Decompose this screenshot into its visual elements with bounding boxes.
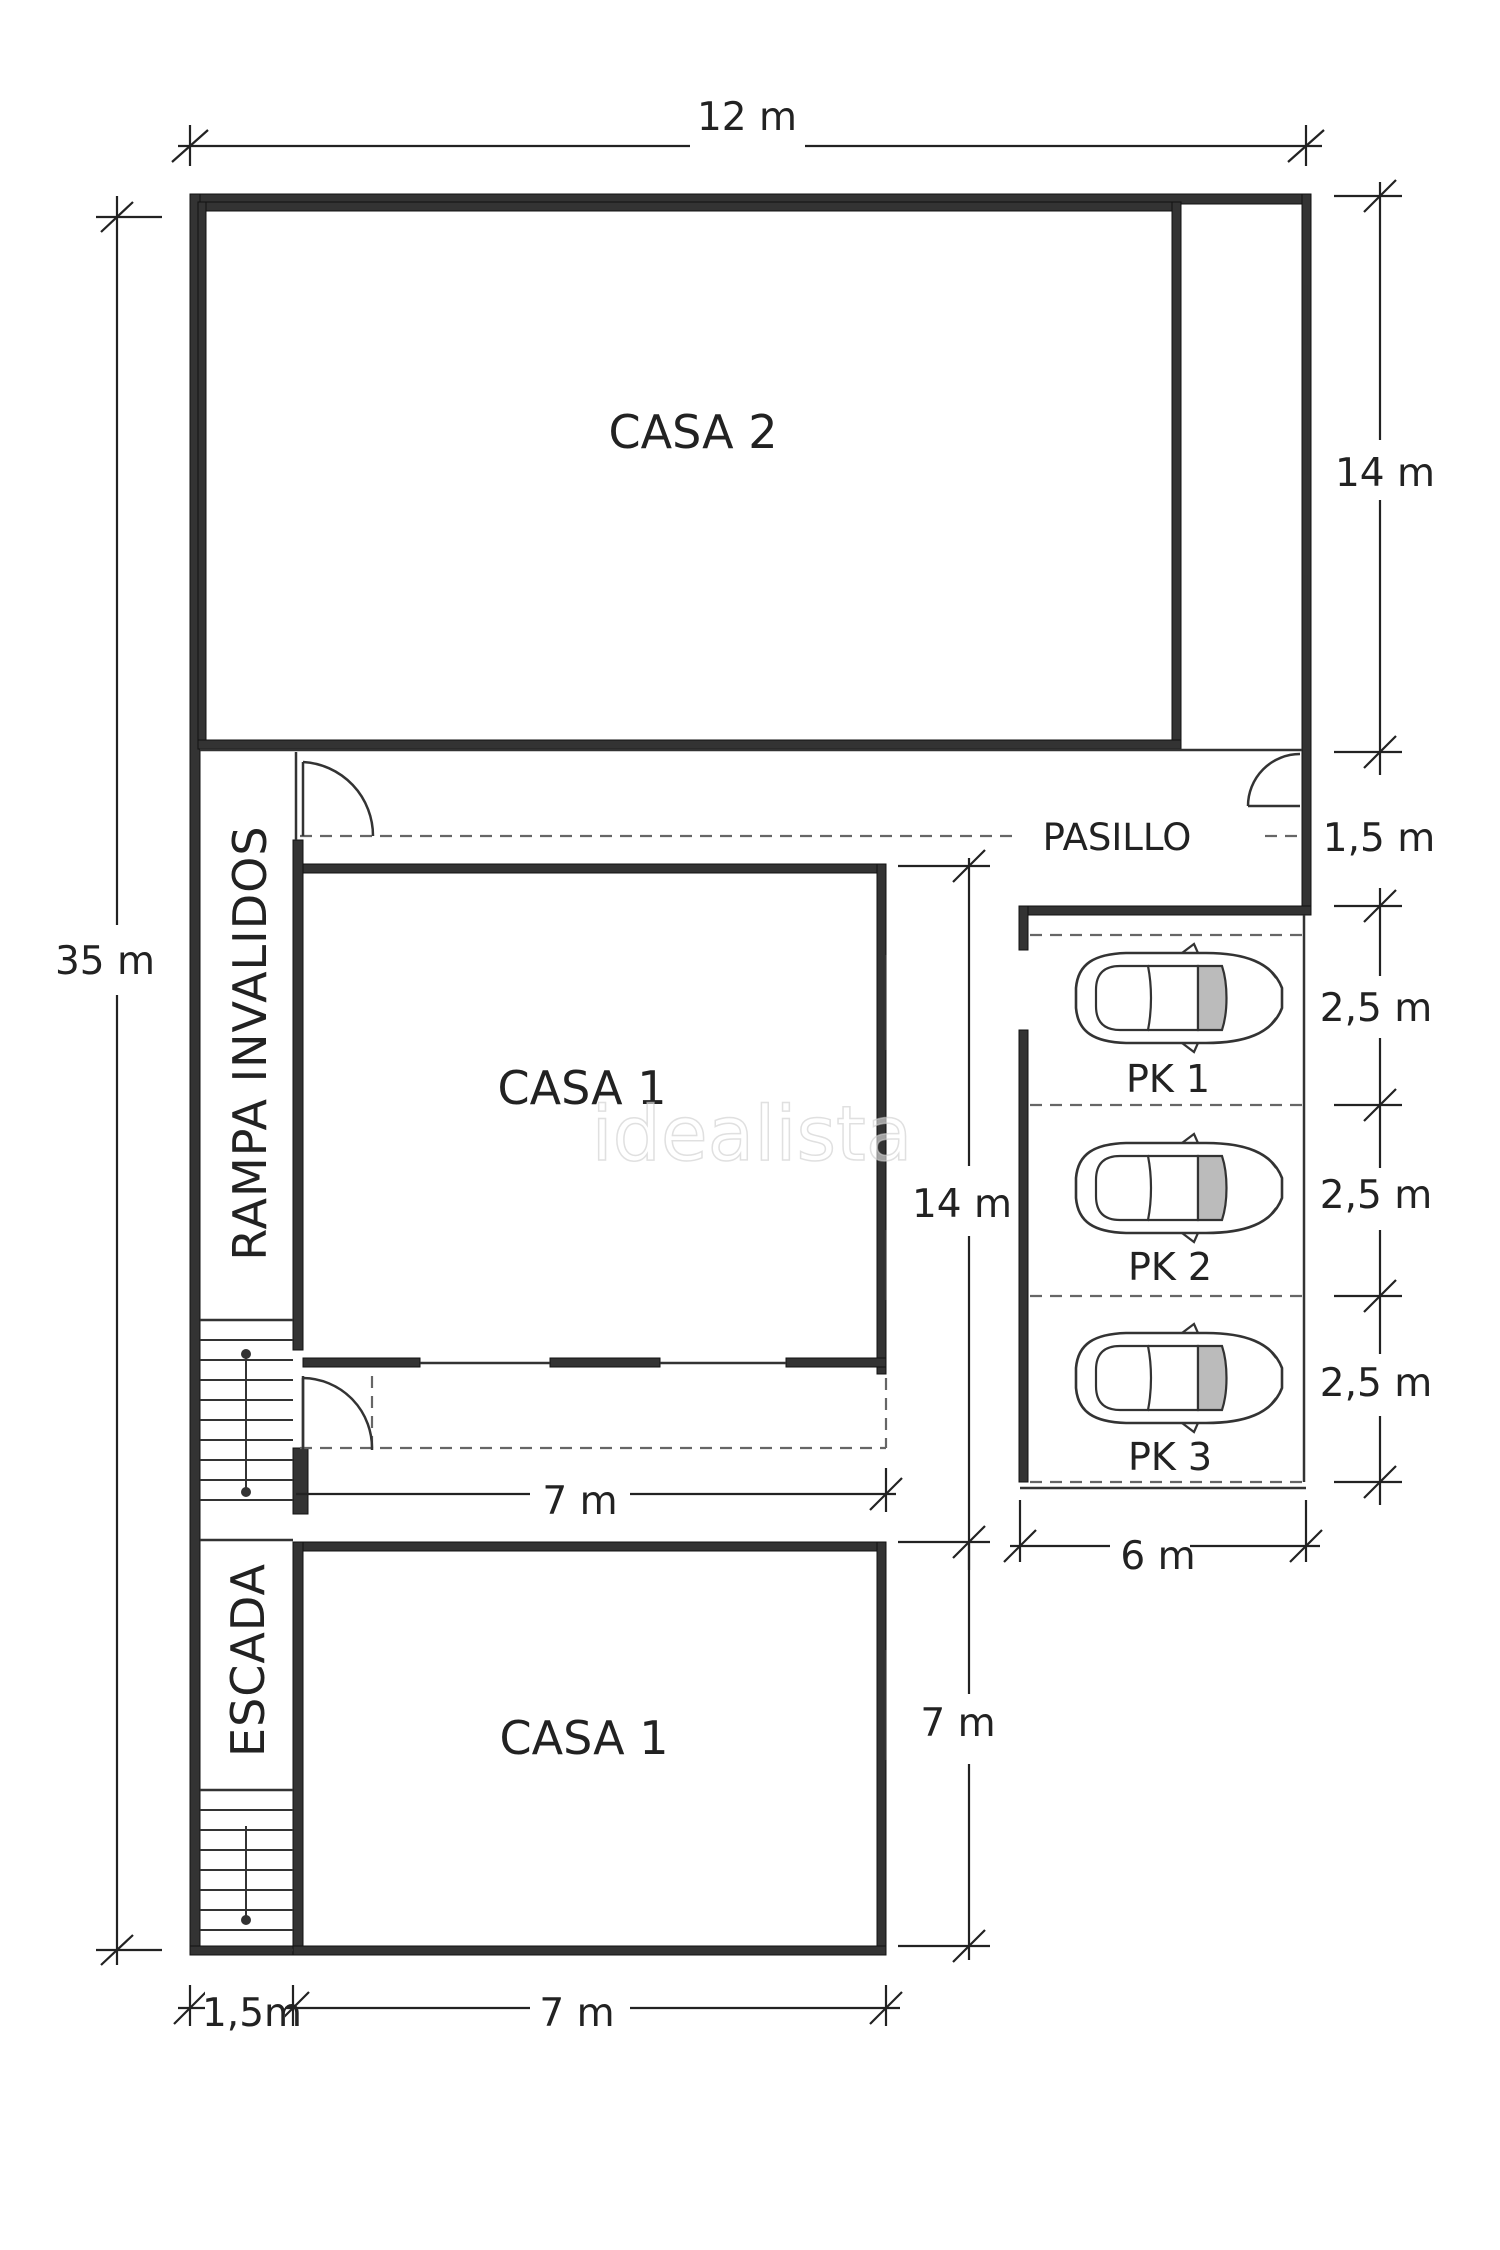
dashed-lines: [300, 834, 1304, 1484]
door-ramp-top: [301, 760, 375, 837]
door-ramp-bottom: [301, 1376, 374, 1451]
dim-top-width: 12 m: [697, 95, 797, 140]
room-label-casa1-top: CASA 1: [498, 1061, 667, 1115]
room-label-casa2: CASA 2: [609, 405, 778, 459]
dim-pk2-depth: 2,5 m: [1320, 1173, 1432, 1218]
room-label-pasillo: PASILLO: [1043, 816, 1192, 859]
walls: [189, 193, 1312, 1956]
car-pk1: [1074, 942, 1284, 1054]
label-gaps: [60, 110, 1438, 2035]
room-label-casa1-bottom: CASA 1: [500, 1711, 669, 1765]
dim-casa1-width: 7 m: [542, 1479, 617, 1524]
dim-casa1b-height: 7 m: [920, 1701, 995, 1746]
stairs-top: [200, 1339, 293, 1501]
dim-bottom-ramp-width: 1,5m: [202, 1991, 302, 2036]
dim-casa2-height: 14 m: [1335, 451, 1435, 496]
dim-total-height: 35 m: [55, 939, 155, 984]
watermark: idealista: [592, 1089, 913, 1178]
dim-casa1-height: 14 m: [912, 1182, 1012, 1227]
stairs-bottom: [200, 1809, 293, 1931]
doors: [301, 752, 1301, 1451]
dim-pk1-depth: 2,5 m: [1320, 986, 1432, 1031]
car-pk3: [1074, 1322, 1284, 1434]
parking-label-pk2: PK 2: [1128, 1245, 1212, 1289]
parking-label-pk3: PK 3: [1128, 1435, 1212, 1479]
parking-label-pk1: PK 1: [1126, 1057, 1210, 1101]
dim-pk3-depth: 2,5 m: [1320, 1361, 1432, 1406]
room-label-escada: ESCADA: [221, 1563, 275, 1757]
room-label-rampa: RAMPA INVALIDOS: [223, 825, 277, 1260]
thin-lines: [200, 285, 1308, 1952]
door-corridor-right: [1246, 752, 1301, 808]
dim-parking-width: 6 m: [1120, 1534, 1195, 1579]
dim-bottom-width: 7 m: [539, 1991, 614, 2036]
car-pk2: [1074, 1132, 1284, 1244]
dim-pasillo-width: 1,5 m: [1323, 816, 1435, 861]
